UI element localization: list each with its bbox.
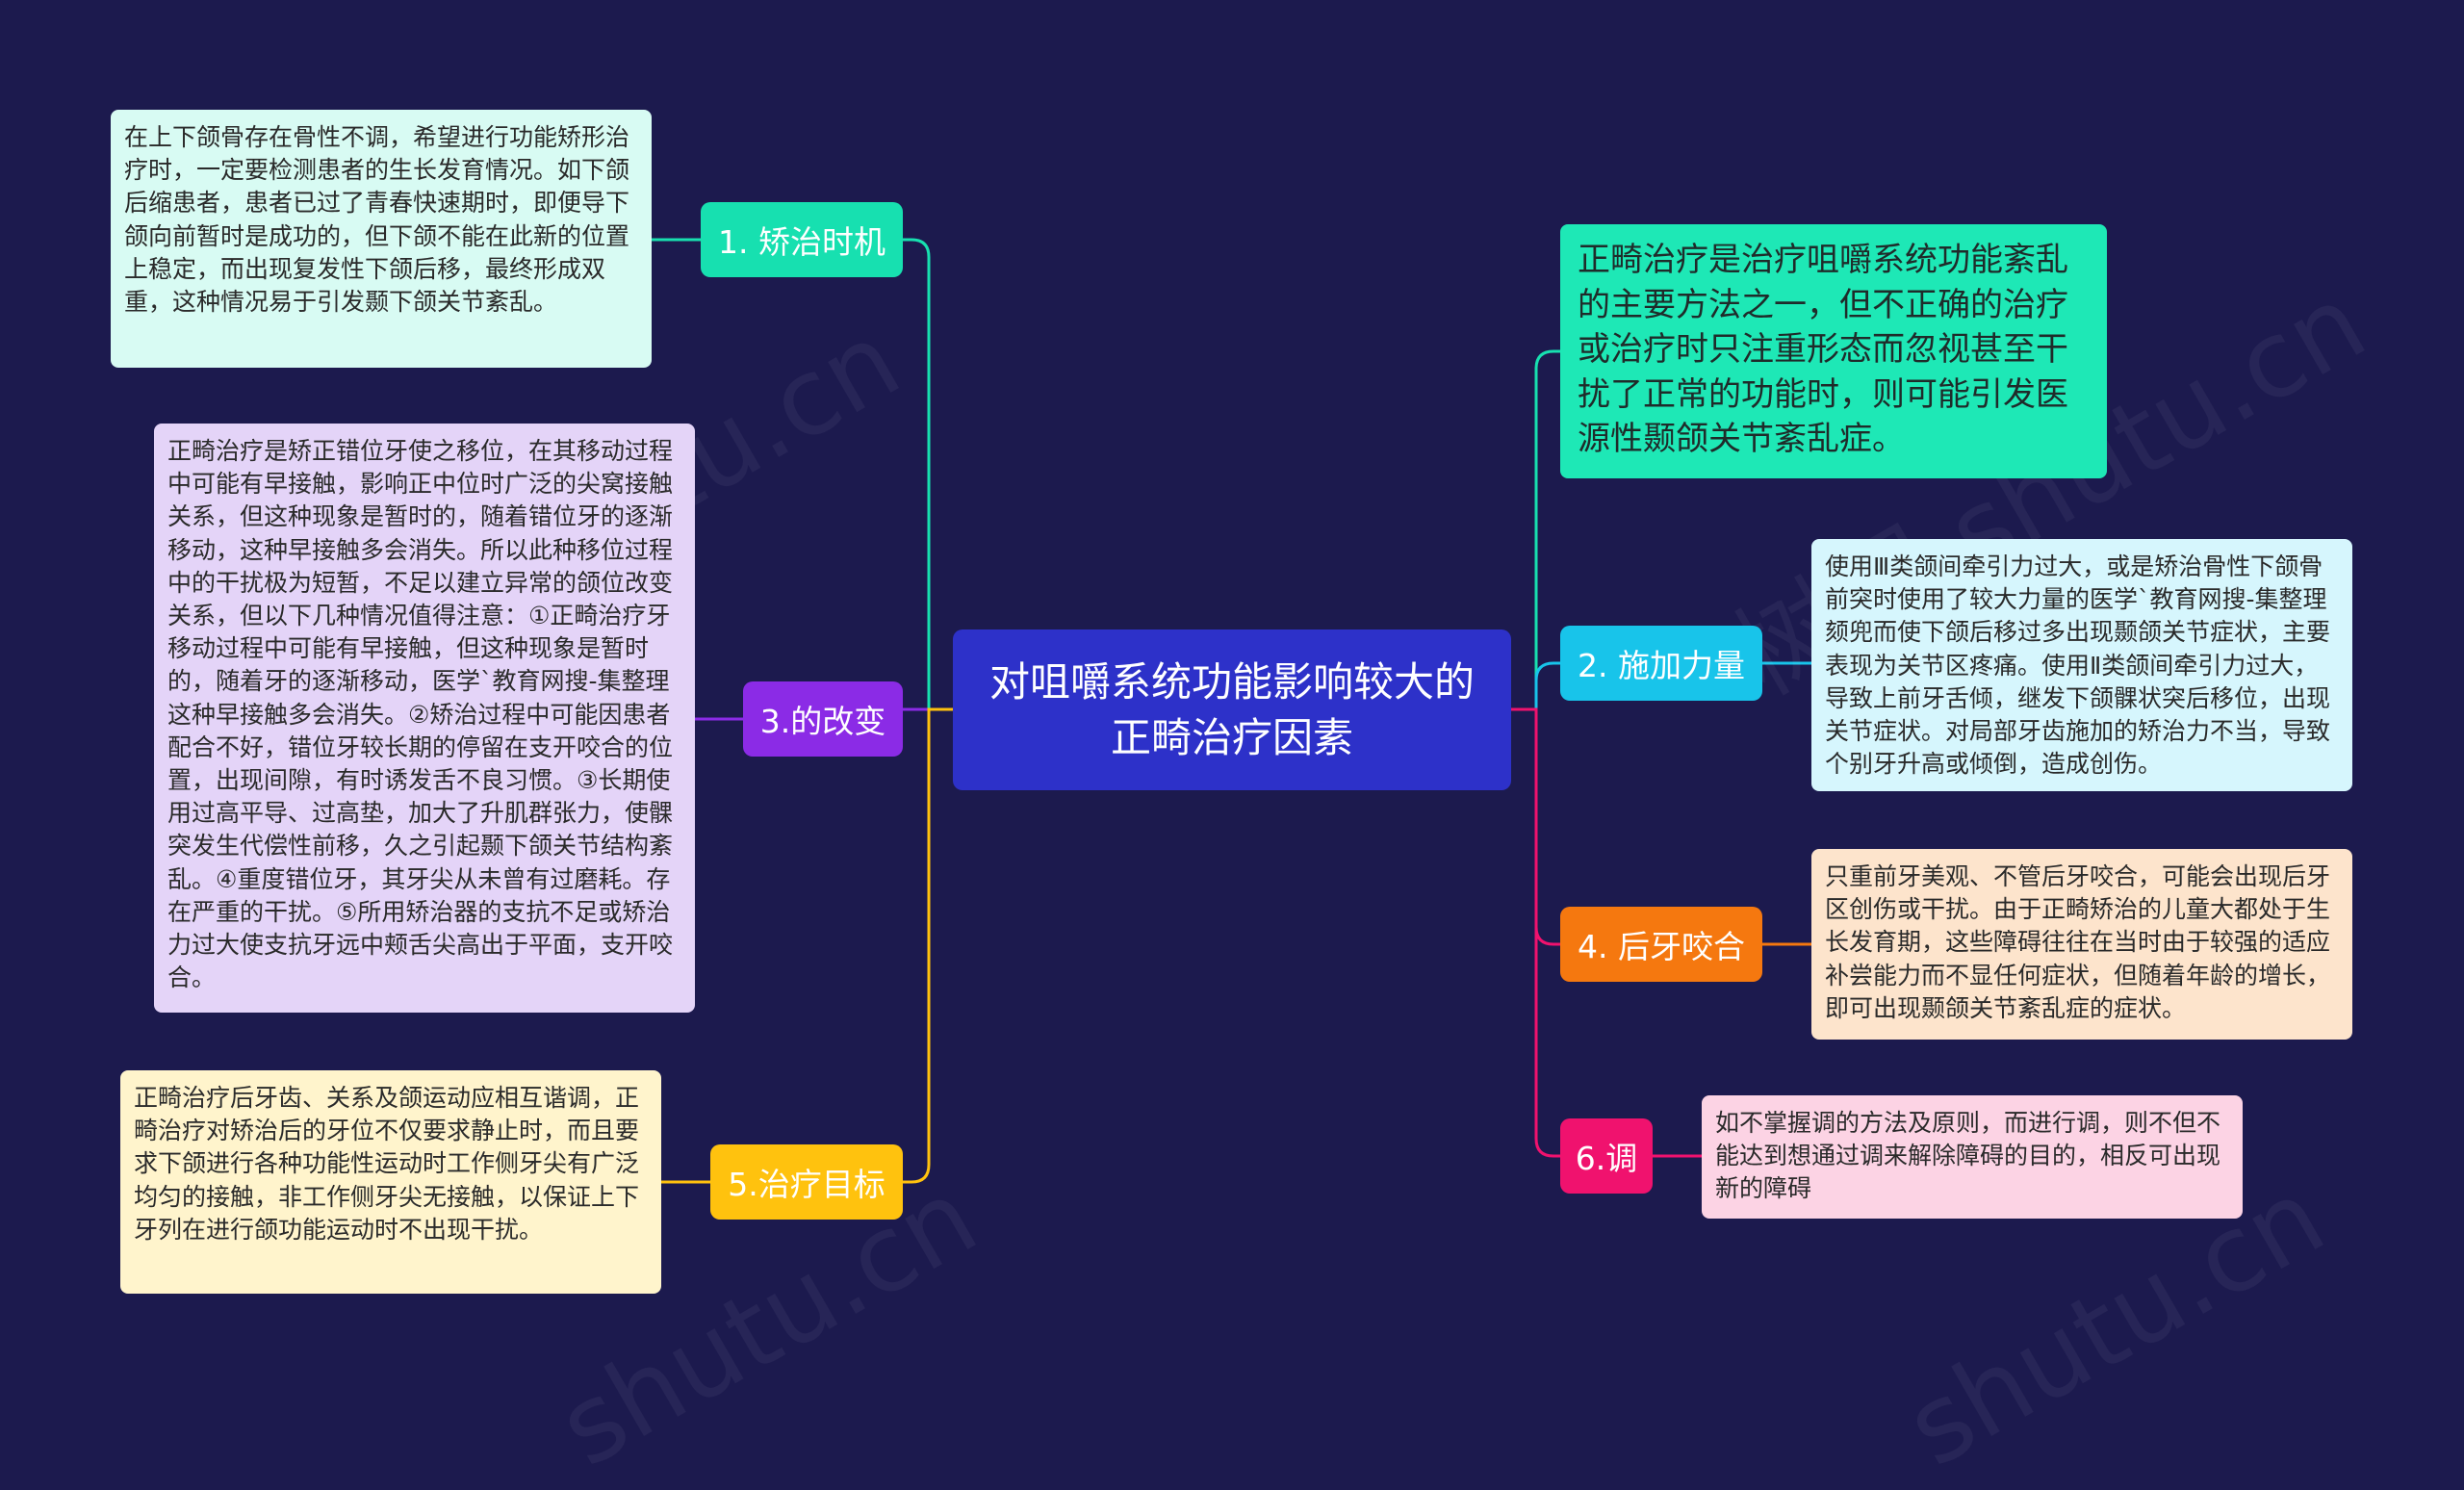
branch-3[interactable]: 3.的改变: [743, 681, 903, 757]
central-topic[interactable]: 对咀嚼系统功能影响较大的正畸治疗因素: [953, 629, 1511, 790]
branch-4[interactable]: 4. 后牙咬合: [1560, 907, 1762, 982]
note-2-text: 使用Ⅲ类颌间牵引力过大，或是矫治骨性下颌骨前突时使用了较大力量的医学`教育网搜-…: [1825, 552, 2331, 779]
branch-6-label: 6.调: [1575, 1140, 1638, 1177]
note-5[interactable]: 正畸治疗后牙齿、关系及颌运动应相互谐调，正畸治疗对矫治后的牙位不仅要求静止时，而…: [120, 1070, 661, 1294]
connector-branch-2: [1511, 661, 1560, 711]
note-3-text: 正畸治疗是矫正错位牙使之移位，在其移动过程中可能有早接触，影响正中位时广泛的尖窝…: [167, 437, 674, 992]
note-5-text: 正畸治疗后牙齿、关系及颌运动应相互谐调，正畸治疗对矫治后的牙位不仅要求静止时，而…: [134, 1084, 640, 1244]
branch-1-label: 1. 矫治时机: [718, 223, 886, 261]
connector-note-top: [1511, 349, 1560, 711]
connector-branch-6: [1511, 707, 1560, 1158]
branch-4-label: 4. 后牙咬合: [1578, 928, 1745, 965]
branch-5-label: 5.治疗目标: [728, 1166, 886, 1203]
branch-1[interactable]: 1. 矫治时机: [701, 202, 903, 277]
note-1-text: 在上下颌骨存在骨性不调，希望进行功能矫形治疗时，一定要检测患者的生长发育情况。如…: [124, 123, 630, 317]
note-2[interactable]: 使用Ⅲ类颌间牵引力过大，或是矫治骨性下颌骨前突时使用了较大力量的医学`教育网搜-…: [1811, 539, 2352, 791]
note-top[interactable]: 正畸治疗是治疗咀嚼系统功能紊乱的主要方法之一，但不正确的治疗或治疗时只注重形态而…: [1560, 224, 2107, 478]
branch-2[interactable]: 2. 施加力量: [1560, 626, 1762, 701]
note-1[interactable]: 在上下颌骨存在骨性不调，希望进行功能矫形治疗时，一定要检测患者的生长发育情况。如…: [111, 110, 652, 368]
note-6[interactable]: 如不掌握调的方法及原则，而进行调，则不但不能达到想通过调来解除障碍的目的，相反可…: [1702, 1095, 2243, 1219]
note-top-text: 正畸治疗是治疗咀嚼系统功能紊乱的主要方法之一，但不正确的治疗或治疗时只注重形态而…: [1578, 241, 2068, 458]
branch-3-label: 3.的改变: [759, 703, 886, 740]
note-4-text: 只重前牙美观、不管后牙咬合，可能会出现后牙区创伤或干扰。由于正畸矫治的儿童大都处…: [1825, 862, 2331, 1022]
connector-lines: [652, 238, 1811, 1184]
note-3[interactable]: 正畸治疗是矫正错位牙使之移位，在其移动过程中可能有早接触，影响正中位时广泛的尖窝…: [154, 424, 695, 1013]
branch-6[interactable]: 6.调: [1560, 1118, 1653, 1194]
note-4[interactable]: 只重前牙美观、不管后牙咬合，可能会出现后牙区创伤或干扰。由于正畸矫治的儿童大都处…: [1811, 849, 2352, 1040]
branch-5[interactable]: 5.治疗目标: [710, 1144, 903, 1220]
central-topic-label: 对咀嚼系统功能影响较大的正畸治疗因素: [988, 657, 1475, 761]
connector-branch-5: [903, 707, 953, 1184]
note-6-text: 如不掌握调的方法及原则，而进行调，则不但不能达到想通过调来解除障碍的目的，相反可…: [1715, 1109, 2221, 1203]
connector-branch-1: [903, 238, 953, 711]
branch-2-label: 2. 施加力量: [1578, 647, 1745, 684]
